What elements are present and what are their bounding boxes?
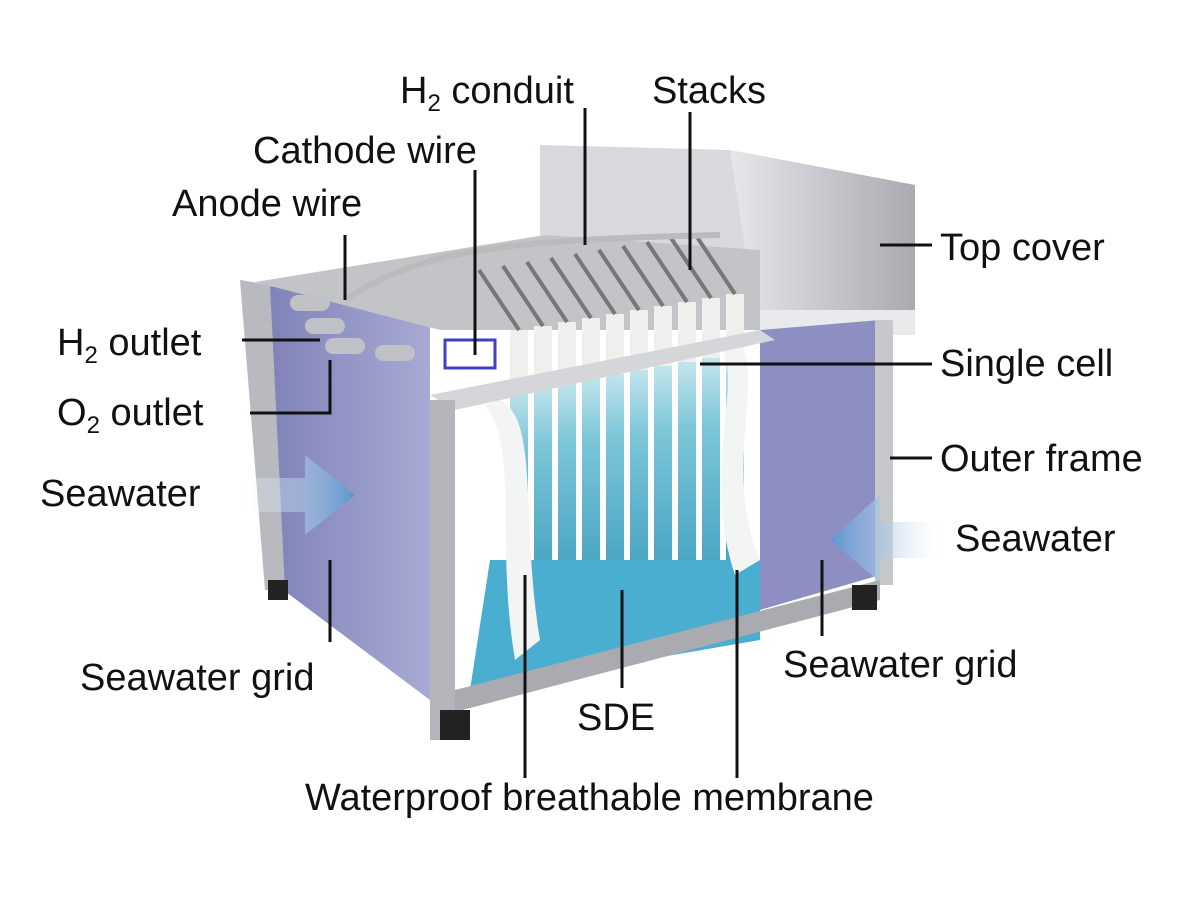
cell-water: [582, 358, 600, 590]
outlets: [290, 232, 721, 370]
cell-water: [630, 350, 648, 590]
label-seawater-left: Seawater: [40, 473, 201, 515]
label-outer-frame: Outer frame: [940, 438, 1143, 480]
label-stacks: Stacks: [652, 70, 767, 112]
label-seawater-grid-left: Seawater grid: [80, 657, 315, 699]
cell-water: [702, 338, 720, 590]
single-cell: [534, 326, 552, 386]
label-seawater-grid-right: Seawater grid: [783, 644, 1018, 686]
stack-connector: [525, 260, 569, 324]
cell-water: [606, 354, 624, 590]
label-top-cover: Top cover: [940, 227, 1105, 269]
label-h2-conduit: H2 conduit: [400, 70, 574, 117]
cell-water: [534, 366, 552, 590]
stack-connector: [693, 232, 737, 296]
stack-connector: [597, 248, 641, 312]
sde-bath: [470, 560, 760, 690]
label-single-cell: Single cell: [940, 343, 1114, 385]
leader-lines: [242, 108, 932, 778]
label-seawater-right: Seawater: [955, 518, 1116, 560]
label-cathode-wire: Cathode wire: [253, 130, 477, 172]
cell-water: [558, 362, 576, 590]
stack-connector: [501, 264, 545, 328]
stack-connector: [477, 268, 521, 332]
stack-connector: [549, 256, 593, 320]
seawater-arrow-right: [830, 495, 940, 582]
seawater-arrow-left: [245, 455, 355, 535]
membrane-right: [720, 340, 760, 575]
cell-water: [654, 346, 672, 590]
label-h2-outlet: H2 outlet: [57, 322, 202, 369]
label-waterproof-breathable-membrane: Waterproof breathable membrane: [305, 777, 874, 819]
stack-connector: [621, 244, 665, 308]
single-cell: [558, 322, 576, 382]
stack-connector: [645, 240, 689, 304]
cell-water: [678, 342, 696, 590]
label-o2-outlet: O2 outlet: [57, 392, 204, 439]
label-anode-wire: Anode wire: [172, 183, 363, 225]
stack-connector: [573, 252, 617, 316]
outer-frame: [268, 330, 880, 740]
label-sde: SDE: [577, 697, 656, 739]
single-cell: [510, 330, 528, 390]
